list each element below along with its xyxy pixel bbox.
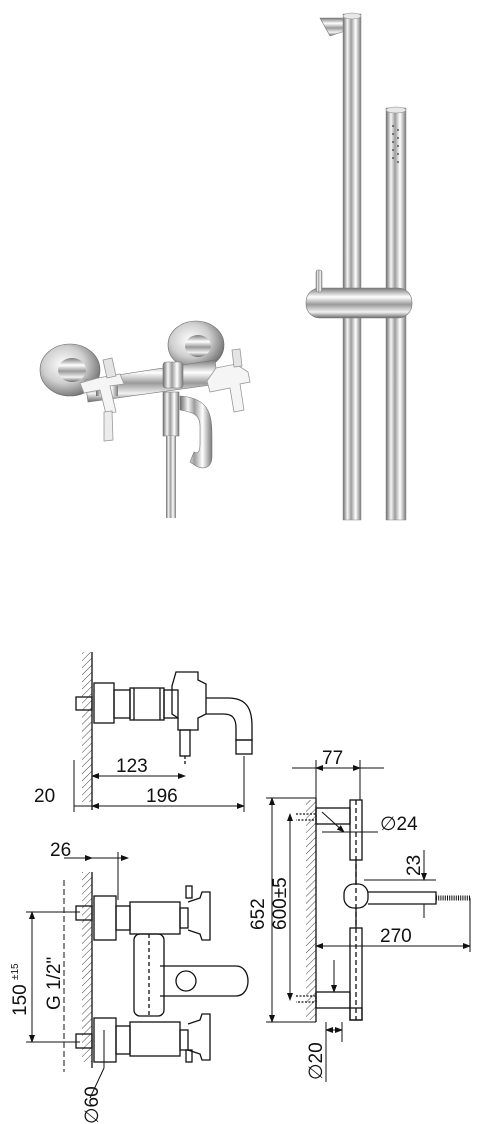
dim-body-projection: 26 bbox=[50, 840, 71, 861]
slider-lever bbox=[315, 269, 323, 293]
front-view-drawing bbox=[75, 872, 249, 1068]
dim-bracket-distance: 600±5 bbox=[270, 877, 291, 930]
dim-rail-projection: 77 bbox=[322, 748, 343, 769]
slide-rail bbox=[342, 13, 362, 521]
spray-nozzles bbox=[392, 125, 399, 163]
rail-drawing bbox=[296, 798, 470, 1022]
diverter-knob bbox=[162, 361, 184, 389]
rail-dimensions bbox=[266, 760, 471, 1082]
dim-slider-offset: 23 bbox=[404, 855, 425, 876]
right-cross-handle bbox=[206, 348, 251, 413]
side-view-drawing bbox=[75, 652, 253, 810]
dim-overall-depth: 196 bbox=[146, 786, 178, 807]
dim-wall-offset: 20 bbox=[34, 786, 55, 807]
left-cross-handle bbox=[79, 357, 125, 442]
wall-hatch bbox=[82, 652, 92, 802]
dim-center-distance: 150 bbox=[10, 984, 31, 1016]
dim-rail-diameter: ∅24 bbox=[380, 814, 418, 835]
shower-rail-photo bbox=[305, 12, 413, 521]
dim-center-tolerance: ±15 bbox=[10, 963, 21, 980]
dim-hand-shower-length: 270 bbox=[380, 926, 412, 947]
dim-thread: G 1/2" bbox=[44, 957, 65, 1010]
shower-slider bbox=[305, 287, 413, 319]
dim-bottom-diameter: ∅20 bbox=[306, 1042, 327, 1080]
dim-overall-height: 652 bbox=[248, 898, 269, 930]
side-view-dimensions bbox=[73, 756, 245, 812]
dim-rosette-diameter: ∅60 bbox=[82, 1086, 103, 1124]
bath-spout bbox=[179, 395, 213, 469]
mixer-photo bbox=[39, 320, 251, 518]
shower-outlet bbox=[162, 391, 180, 437]
front-view-dimensions bbox=[26, 852, 129, 1099]
dim-spout-reach: 123 bbox=[116, 756, 148, 777]
